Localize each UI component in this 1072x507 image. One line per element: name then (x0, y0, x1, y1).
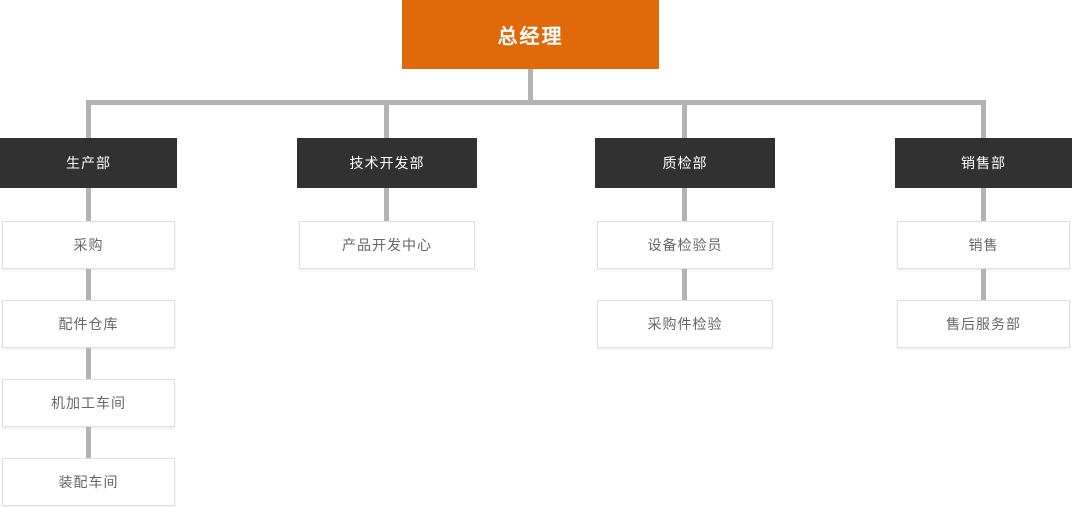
connector-drop-col1 (86, 100, 91, 138)
leaf-label: 销售 (968, 237, 999, 253)
dept-label: 生产部 (66, 155, 111, 171)
connector-root-stub (528, 69, 533, 100)
connector (981, 269, 986, 300)
org-node-product-dev-center: 产品开发中心 (299, 221, 475, 269)
dept-label: 技术开发部 (349, 155, 425, 171)
connector (682, 269, 687, 300)
org-node-equipment-inspector: 设备检验员 (597, 221, 773, 269)
leaf-label: 产品开发中心 (342, 237, 432, 253)
connector (981, 188, 986, 221)
connector-trunk-horizontal (86, 100, 985, 105)
org-node-dept-production: 生产部 (0, 138, 177, 188)
org-node-sales: 销售 (897, 221, 1070, 269)
dept-label: 质检部 (662, 155, 708, 171)
leaf-label: 配件仓库 (58, 316, 119, 332)
org-node-after-sales-service: 售后服务部 (897, 300, 1070, 348)
connector (384, 188, 389, 221)
leaf-label: 采购 (73, 237, 104, 253)
org-node-machining-workshop: 机加工车间 (2, 379, 175, 427)
org-node-root: 总经理 (402, 0, 659, 69)
connector (86, 348, 91, 379)
connector (86, 269, 91, 300)
org-node-dept-quality-inspection: 质检部 (595, 138, 775, 188)
org-node-assembly-workshop: 装配车间 (2, 458, 175, 506)
org-node-purchasing: 采购 (2, 221, 175, 269)
connector (86, 188, 91, 221)
connector (86, 427, 91, 458)
leaf-label: 机加工车间 (51, 395, 126, 411)
org-node-parts-warehouse: 配件仓库 (2, 300, 175, 348)
leaf-label: 设备检验员 (647, 237, 723, 253)
dept-label: 销售部 (961, 155, 1006, 171)
leaf-label: 采购件检验 (647, 316, 723, 332)
org-node-dept-tech-development: 技术开发部 (297, 138, 477, 188)
connector-drop-col3 (682, 100, 687, 138)
org-node-dept-sales: 销售部 (895, 138, 1072, 188)
connector-drop-col4 (981, 100, 986, 138)
connector-drop-col2 (384, 100, 389, 138)
connector (682, 188, 687, 221)
leaf-label: 售后服务部 (946, 316, 1021, 332)
leaf-label: 装配车间 (58, 474, 119, 490)
org-node-purchased-parts-inspection: 采购件检验 (597, 300, 773, 348)
org-node-root-label: 总经理 (497, 26, 564, 48)
